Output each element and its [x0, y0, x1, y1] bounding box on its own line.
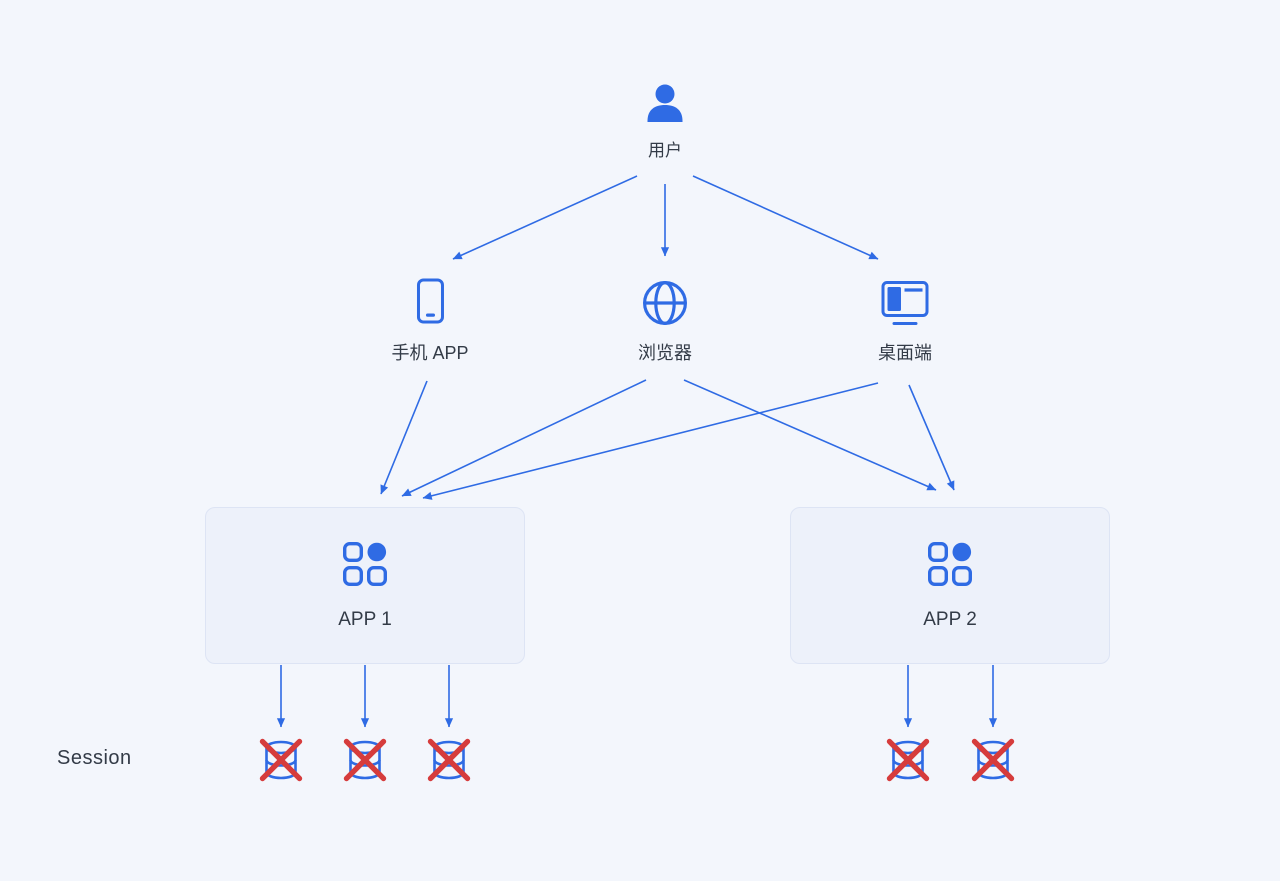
database-crossed-icon — [339, 734, 391, 786]
red-cross-mark — [971, 738, 1015, 782]
database-crossed-icon — [423, 734, 475, 786]
red-cross-mark — [259, 738, 303, 782]
globe-icon — [639, 277, 691, 329]
desktop-label: 桌面端 — [878, 343, 932, 363]
node-app2: APP 2 — [790, 507, 1110, 664]
smartphone-icon — [410, 277, 450, 329]
desktop-icon — [877, 277, 933, 329]
database-crossed-icon — [882, 734, 934, 786]
app-grid-icon — [925, 539, 975, 594]
red-cross-mark — [886, 738, 930, 782]
database-crossed-icon — [967, 734, 1019, 786]
app1-label: APP 1 — [338, 609, 392, 630]
node-desktop: 桌面端 — [877, 277, 933, 365]
red-cross-mark — [427, 738, 471, 782]
app-grid-icon — [340, 539, 390, 594]
browser-label: 浏览器 — [638, 343, 692, 363]
node-app1: APP 1 — [205, 507, 525, 664]
red-cross-mark — [343, 738, 387, 782]
app2-label: APP 2 — [923, 609, 977, 630]
user-label: 用户 — [648, 141, 682, 160]
database-crossed-icon — [255, 734, 307, 786]
session-row-label: Session — [57, 747, 132, 769]
node-mobile: 手机 APP — [391, 277, 469, 365]
mobile-label: 手机 APP — [391, 343, 469, 363]
node-user: 用户 — [642, 82, 688, 163]
user-icon — [642, 82, 688, 128]
node-browser: 浏览器 — [638, 277, 692, 365]
